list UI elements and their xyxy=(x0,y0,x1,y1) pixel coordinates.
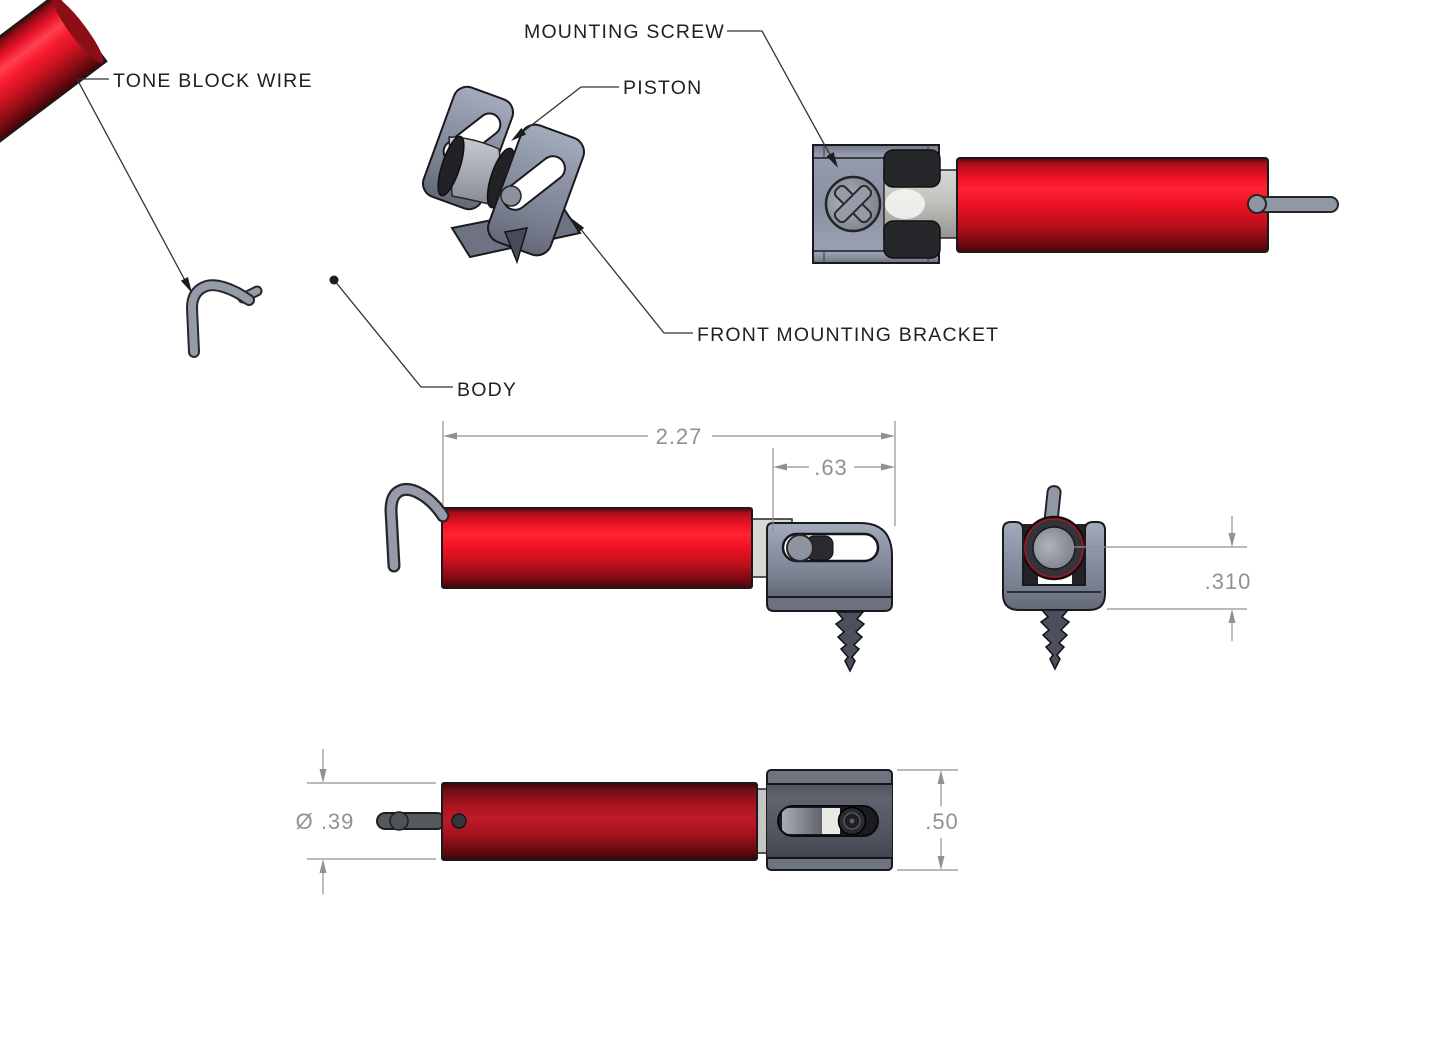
mounting-screw-side xyxy=(834,611,866,673)
body-cylinder-topview xyxy=(956,157,1269,253)
dim-bracket-height-text: .50 xyxy=(925,809,959,834)
dimension-bracket-height: .50 xyxy=(897,769,959,871)
piston-end-endview xyxy=(1032,526,1076,570)
top-view xyxy=(812,144,1339,264)
label-mounting-screw: MOUNTING SCREW xyxy=(524,21,725,43)
label-front-mounting-bracket: FRONT MOUNTING BRACKET xyxy=(697,324,999,346)
dimension-overall-length: 2.27 xyxy=(442,421,896,526)
screw-tip-iso xyxy=(503,227,529,265)
body-ring-endview xyxy=(1021,515,1087,581)
callout-mounting-screw: MOUNTING SCREW xyxy=(524,21,838,168)
end-view: .310 xyxy=(1002,485,1252,671)
label-body: BODY xyxy=(457,379,517,401)
mounting-screw-head xyxy=(824,175,882,233)
mounting-screw-endview xyxy=(1039,609,1071,671)
bracket-slot-interior xyxy=(778,806,878,836)
dim-overall-length-text: 2.27 xyxy=(656,424,703,449)
front-flange-plate xyxy=(487,123,585,257)
tone-block-wire-iso xyxy=(185,279,263,358)
callout-body: BODY xyxy=(329,275,517,401)
isometric-view xyxy=(0,0,585,358)
callout-piston: PISTON xyxy=(511,77,702,141)
body-cylinder-side xyxy=(441,507,753,589)
bottom-view: Ø .39 .50 xyxy=(296,749,959,894)
dim-body-diameter-text: Ø .39 xyxy=(296,809,355,834)
dim-bracket-length-text: .63 xyxy=(814,455,848,480)
roller-top xyxy=(883,149,941,188)
piston-iso xyxy=(437,135,516,209)
body-rivet-dot xyxy=(451,813,467,829)
dim-center-to-base-text: .310 xyxy=(1205,569,1252,594)
dimension-bracket-length: .63 xyxy=(772,448,895,531)
wire-pin-bottomview xyxy=(376,811,446,831)
dimension-center-to-base: .310 xyxy=(1062,516,1252,641)
label-tone-block-wire: TONE BLOCK WIRE xyxy=(113,70,313,92)
bracket-bottomview xyxy=(766,769,893,871)
roller-bottom xyxy=(883,220,941,259)
wire-stub-topview xyxy=(1247,194,1339,214)
front-mounting-bracket-side xyxy=(766,522,893,612)
callout-front-mounting-bracket: FRONT MOUNTING BRACKET xyxy=(571,218,999,346)
body-cylinder-bottomview xyxy=(441,782,758,861)
side-view: 2.27 .63 xyxy=(384,421,896,673)
callout-tone-block-wire: TONE BLOCK WIRE xyxy=(75,70,313,293)
body-cylinder-iso xyxy=(0,0,108,244)
dimension-body-diameter: Ø .39 xyxy=(296,749,436,894)
tone-block-wire-side xyxy=(384,482,450,573)
label-piston: PISTON xyxy=(623,77,702,99)
callouts: MOUNTING SCREW TONE BLOCK WIRE PISTON BO… xyxy=(75,21,999,401)
